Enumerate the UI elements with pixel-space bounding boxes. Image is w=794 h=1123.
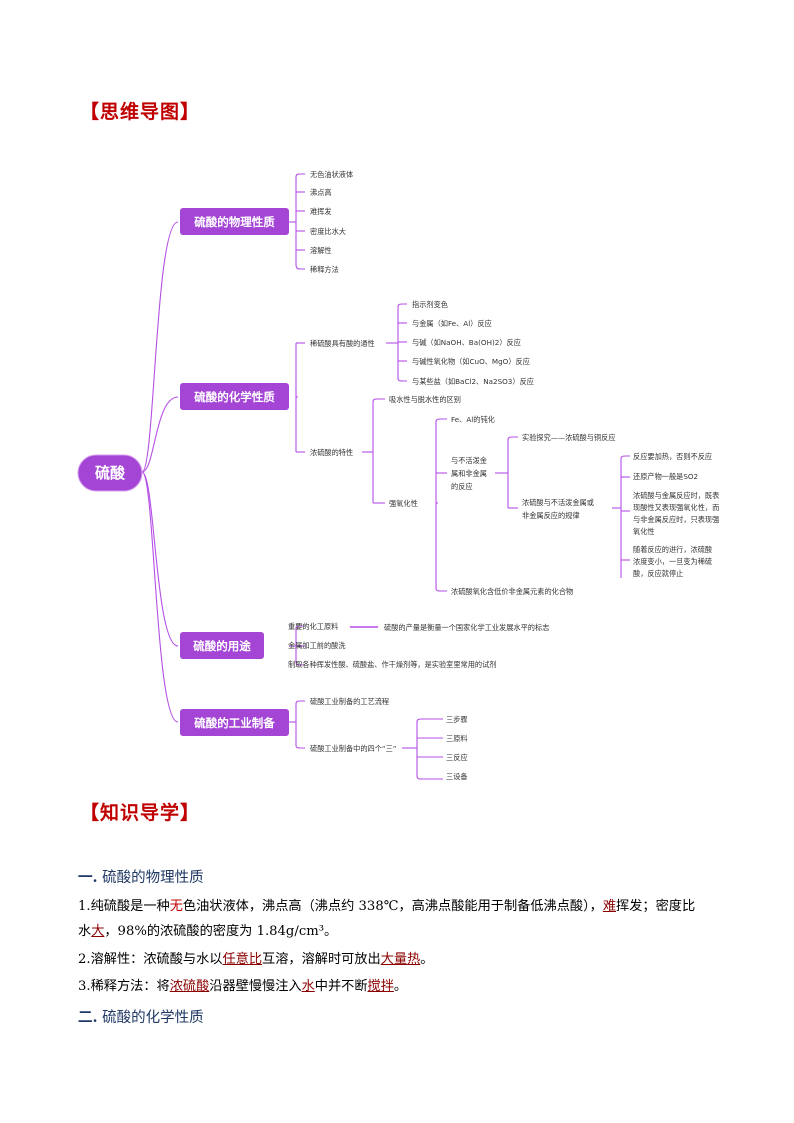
branch-uses: 硫酸的用途 (180, 632, 264, 659)
leaf: 氧化性 (633, 527, 655, 536)
section-title-chemical: 二. 硫酸的化学性质 (78, 1006, 204, 1027)
answer: 浓硫酸 (169, 979, 210, 994)
root-label: 硫酸 (95, 464, 126, 482)
leaf: 浓硫酸与金属反应时，既表 (633, 491, 719, 500)
uses-leaves: 重要的化工原料 金属加工前的酸洗 制取各种挥发性酸、硫酸盐、作干燥剂等，是实验室… (288, 622, 549, 669)
leaf: 与金属（如Fe、Al）反应 (412, 319, 492, 328)
leaf: 酸，反应就停止 (633, 569, 683, 578)
leaf: 难挥发 (310, 207, 332, 216)
answer: 无 (169, 899, 183, 914)
branch-label: 硫酸的化学性质 (194, 390, 275, 404)
answer: 大量热 (380, 952, 421, 967)
leaf: 浓硫酸与不活泼金属或 (522, 498, 594, 507)
leaf: 非金属反应的规律 (522, 511, 580, 520)
leaf: 稀释方法 (310, 265, 339, 274)
leaf: 溶解性 (310, 246, 332, 255)
text: 色油状液体，沸点高（沸点约 338℃，高沸点酸能用于制备低沸点酸）， (182, 899, 603, 914)
section-text: 硫酸的化学性质 (102, 1010, 204, 1026)
industrial-leaves: 硫酸工业制备的工艺流程 硫酸工业制备中的四个“三” 三步骤 三原料 三反应 三设… (310, 697, 468, 781)
leaf: 稀硫酸具有酸的通性 (310, 339, 375, 348)
leaf: 与碱性氧化物（如CuO、MgO）反应 (412, 357, 530, 366)
guide-heading: 【知识导学】 (80, 802, 201, 824)
text: 。 (393, 979, 408, 994)
leaf: 浓度变小，一旦变为稀硫 (633, 557, 712, 566)
answer: 水 (301, 979, 315, 994)
leaf: 实验探究——浓硫酸与铜反应 (522, 433, 615, 442)
leaf: 三反应 (446, 753, 468, 762)
mindmap-heading: 【思维导图】 (80, 101, 201, 123)
leaf: 的反应 (451, 482, 473, 491)
leaf: 三步骤 (446, 715, 468, 724)
section-number: 一. (78, 869, 98, 886)
section-title-physical: 一. 硫酸的物理性质 (78, 866, 204, 887)
leaf: 属和非金属 (451, 469, 487, 478)
paragraph-2: 2.溶解性：浓硫酸与水以任意比互溶，溶解时可放出大量热。 (78, 947, 728, 972)
text: 水 (78, 924, 92, 939)
mindmap-root: 硫酸 (77, 454, 143, 492)
text: 2.溶解性：浓硫酸与水以 (78, 952, 223, 967)
text: 1.纯硫酸是一种 (78, 899, 170, 914)
leaf: 硫酸工业制备中的四个“三” (310, 744, 397, 753)
leaf: 与某些盐（如BaCl2、Na2SO3）反应 (412, 377, 534, 386)
leaf: 强氧化性 (389, 499, 418, 508)
leaf: 金属加工前的酸洗 (288, 641, 346, 650)
leaf: 指示剂变色 (412, 300, 448, 309)
leaf: 三原料 (446, 734, 468, 743)
chemical-leaves: 稀硫酸具有酸的通性 指示剂变色 与金属（如Fe、Al）反应 与碱（如NaOH、B… (310, 300, 719, 596)
leaf: 还原产物一般是SO2 (633, 472, 698, 481)
answer: 大 (91, 924, 105, 939)
paragraph-3: 3.稀释方法：将浓硫酸沿器壁慢慢注入水中并不断搅拌。 (78, 974, 728, 999)
branch-chemical: 硫酸的化学性质 (180, 383, 289, 410)
section-text: 硫酸的物理性质 (102, 870, 204, 886)
answer: 难 (602, 899, 617, 914)
branch-industrial: 硫酸的工业制备 (180, 709, 289, 736)
leaf: 反应要加热，否则不反应 (633, 452, 712, 461)
branch-label: 硫酸的工业制备 (194, 716, 275, 730)
text: 3.稀释方法：将 (78, 979, 170, 994)
branch-label: 硫酸的用途 (193, 639, 251, 653)
leaf: 密度比水大 (310, 227, 346, 236)
text: ，98%的浓硫酸的密度为 1.84g/cm³。 (104, 924, 338, 939)
section-number: 二. (78, 1009, 98, 1026)
leaf: 沸点高 (310, 188, 332, 197)
text: 挥发；密度比 (616, 899, 696, 914)
paragraph-1: 1.纯硫酸是一种无色油状液体，沸点高（沸点约 338℃，高沸点酸能用于制备低沸点… (78, 894, 728, 944)
leaf: 浓硫酸的特性 (310, 448, 353, 457)
leaf: Fe、Al的钝化 (451, 415, 495, 424)
leaf: 与非金属反应时，只表现强 (633, 515, 719, 524)
text: 中并不断 (314, 979, 368, 994)
text: 。 (420, 952, 434, 967)
leaf: 重要的化工原料 (288, 622, 338, 631)
leaf: 与碱（如NaOH、Ba(OH)2）反应 (412, 338, 521, 347)
leaf: 现酸性又表现强氧化性，而 (633, 503, 719, 512)
text: 互溶，溶解时可放出 (262, 952, 381, 967)
answer: 搅拌 (367, 979, 394, 994)
mind-map: 硫酸 硫酸的物理性质 硫酸的化学性质 硫酸的用途 硫酸的工业制备 无色油状液体 … (77, 170, 719, 781)
leaf: 制取各种挥发性酸、硫酸盐、作干燥剂等，是实验室里常用的试剂 (288, 660, 496, 669)
text: 沿器壁慢慢注入 (209, 979, 302, 994)
physical-leaves: 无色油状液体 沸点高 难挥发 密度比水大 溶解性 稀释方法 (310, 170, 353, 274)
leaf: 三设备 (446, 772, 468, 781)
branch-physical: 硫酸的物理性质 (180, 208, 289, 235)
leaf: 硫酸工业制备的工艺流程 (310, 697, 389, 706)
answer: 任意比 (222, 952, 263, 967)
leaf: 随着反应的进行，浓硫酸 (633, 545, 712, 554)
branch-label: 硫酸的物理性质 (194, 215, 275, 229)
leaf: 浓硫酸氧化含低价非金属元素的化合物 (451, 587, 573, 596)
leaf: 无色油状液体 (310, 170, 353, 179)
leaf: 与不活泼金 (451, 456, 487, 465)
leaf: 吸水性与脱水性的区别 (389, 395, 461, 404)
leaf: 硫酸的产量是衡量一个国家化学工业发展水平的标志 (384, 623, 549, 632)
